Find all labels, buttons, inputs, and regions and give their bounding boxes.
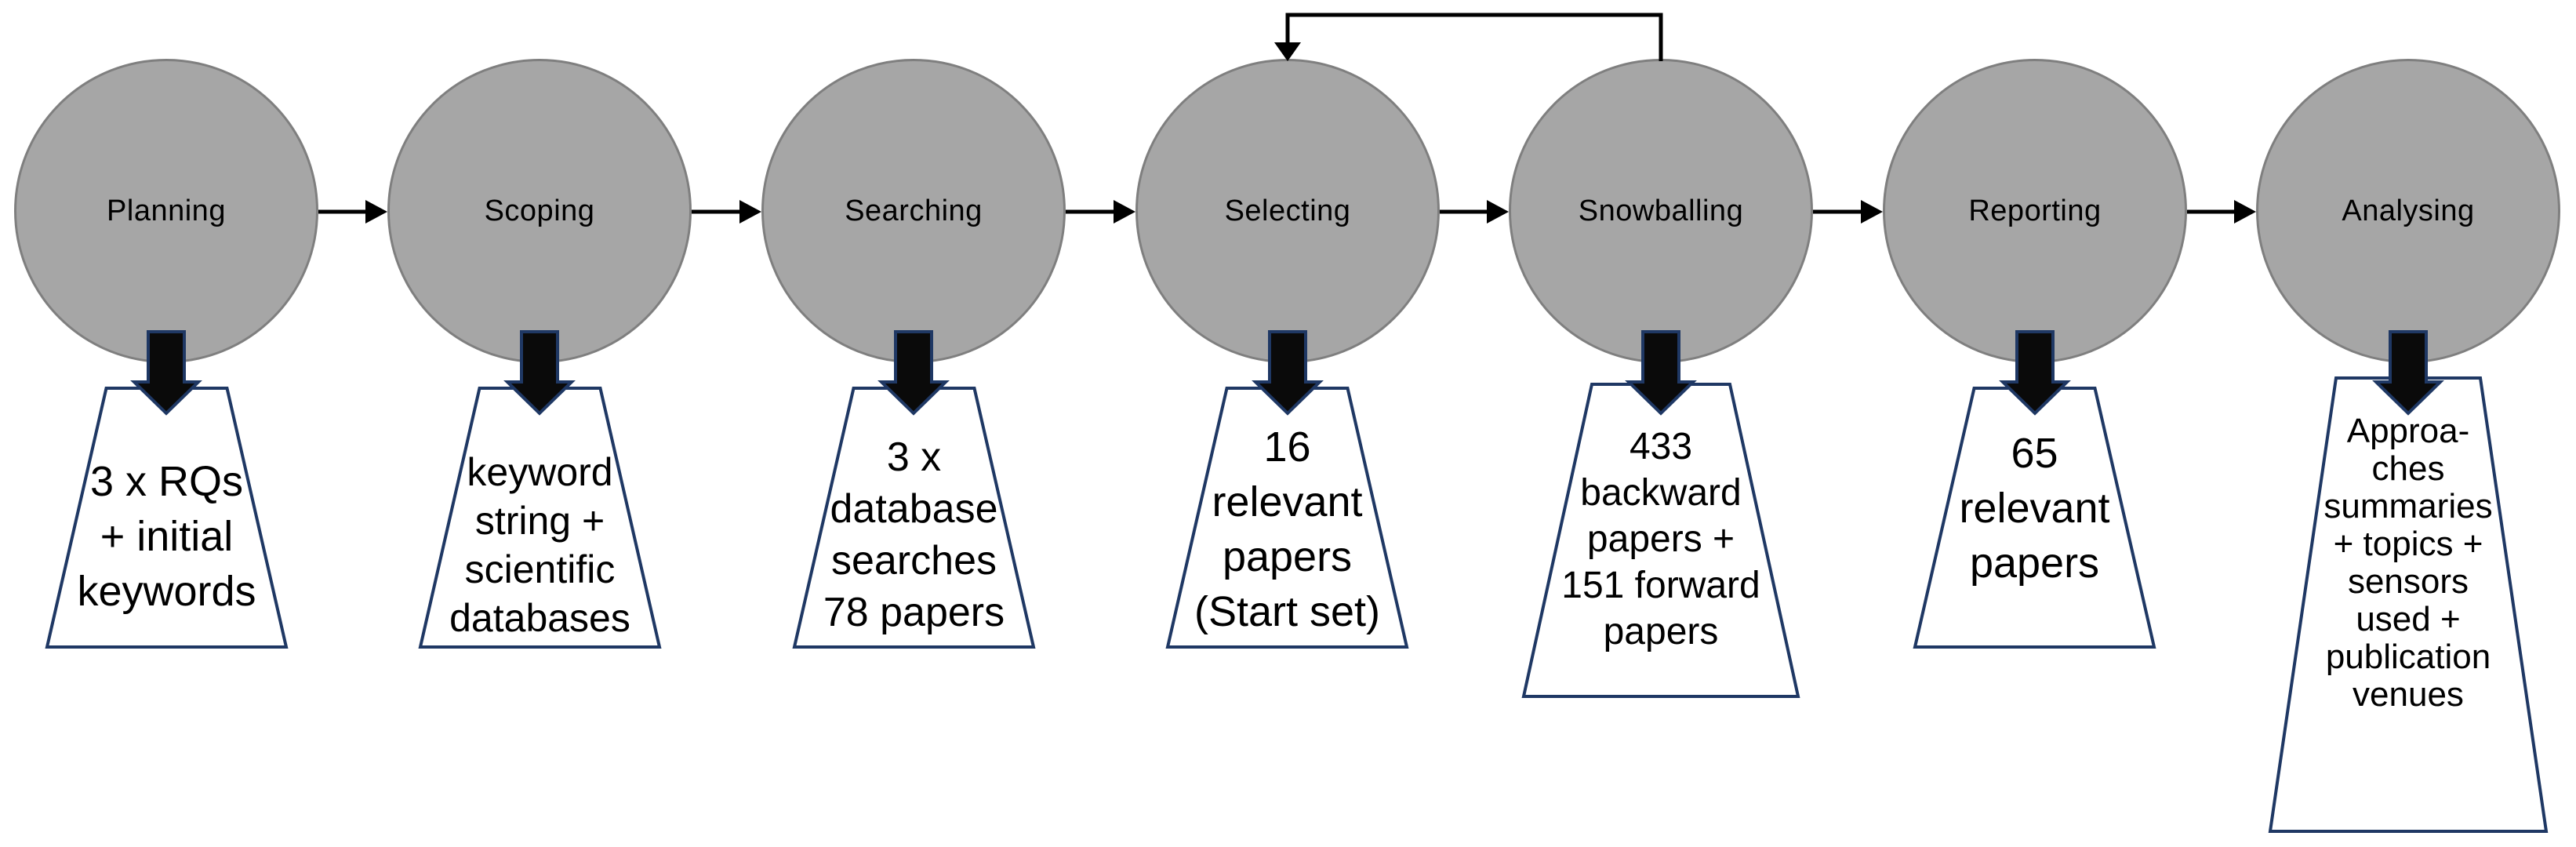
output-text-searching: 3 x database searches 78 papers [823,434,1005,635]
output-text-snowballing: 433 backward papers + 151 forward papers [1561,426,1760,653]
stage-circle-reporting: Reporting [1883,59,2187,363]
flow-arrow-scoping-searching [692,200,761,224]
output-text-scoping: keyword string + scientific databases [449,450,630,640]
output-trapezoid-searching: 3 x database searches 78 papers [791,387,1037,649]
flow-arrow-reporting-analysing [2187,200,2256,224]
stage-label-reporting: Reporting [1968,194,2102,227]
output-trapezoid-selecting: 16 relevant papers (Start set) [1164,387,1410,649]
flow-arrow-snowballing-reporting [1813,200,1883,224]
stage-label-scoping: Scoping [484,194,595,227]
flow-arrow-planning-scoping [318,200,387,224]
output-text-selecting: 16 relevant papers (Start set) [1194,424,1381,635]
output-trapezoid-planning: 3 x RQs + initial keywords [44,387,289,649]
feedback-arrow-snowballing-selecting [1274,13,1663,61]
stage-circle-planning: Planning [14,59,318,363]
stage-circle-scoping: Scoping [387,59,692,363]
output-trapezoid-snowballing: 433 backward papers + 151 forward papers [1521,383,1801,698]
stage-label-analysing: Analysing [2342,194,2475,227]
output-trapezoid-scoping: keyword string + scientific databases [417,387,663,649]
stage-circle-searching: Searching [761,59,1066,363]
output-trapezoid-reporting: 65 relevant papers [1912,387,2157,649]
stage-label-searching: Searching [845,194,983,227]
stage-circle-snowballing: Snowballing [1509,59,1813,363]
flow-arrow-selecting-snowballing [1440,200,1509,224]
stage-label-snowballing: Snowballing [1578,194,1744,227]
stage-circle-selecting: Selecting [1135,59,1440,363]
output-text-analysing: Approa- ches summaries + topics + sensor… [2323,412,2493,714]
stage-label-selecting: Selecting [1224,194,1351,227]
stage-circle-analysing: Analysing [2256,59,2560,363]
output-text-planning: 3 x RQs + initial keywords [77,458,256,615]
output-trapezoid-analysing: Approa- ches summaries + topics + sensor… [2267,376,2549,833]
output-text-reporting: 65 relevant papers [1959,430,2110,587]
stage-label-planning: Planning [107,194,226,227]
flow-arrow-searching-selecting [1066,200,1135,224]
